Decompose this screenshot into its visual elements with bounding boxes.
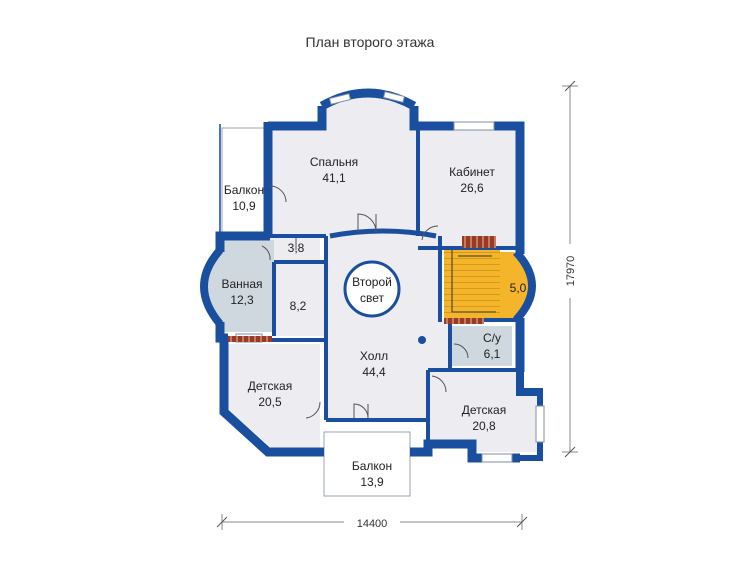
brick-accents [228, 236, 496, 342]
label-bedroom-name: Спальня [310, 155, 358, 169]
label-storage-area: 8,2 [290, 299, 307, 313]
label-study-area: 26,6 [460, 181, 484, 195]
stair-rails [451, 250, 496, 313]
bedroom-fill [268, 126, 418, 236]
label-bedroom-area: 41,1 [322, 171, 346, 185]
kids-right-fill [428, 372, 540, 452]
door-bathroom [261, 245, 271, 261]
room-labels: Спальня 41,1 Кабинет 26,6 Балкон 10,9 Ва… [221, 155, 526, 489]
dimension-width: 14400 [216, 514, 528, 532]
bathroom-fill [220, 240, 274, 332]
second-light-void [343, 260, 401, 318]
study-fill [418, 126, 520, 248]
door-balcony-left [269, 185, 287, 203]
door-kids-right [431, 375, 447, 393]
column [418, 336, 426, 344]
stairs-fill [444, 246, 500, 318]
stairs-landing-fill [500, 252, 530, 318]
dimension-height: 17970 [562, 80, 578, 458]
dimension-height-label: 17970 [565, 256, 577, 287]
label-second-light-area: свет [360, 291, 385, 305]
label-bathroom-name: Ванная [221, 277, 262, 291]
label-kids-right-name: Детская [462, 403, 506, 417]
label-kids-left-name: Детская [248, 379, 292, 393]
door-wc [453, 343, 469, 359]
closet-fill [268, 236, 320, 262]
label-stairs-area: 5,0 [510, 281, 527, 295]
label-bathroom-area: 12,3 [230, 293, 254, 307]
storage-fill [276, 264, 324, 336]
kids-left-fill [228, 344, 320, 448]
bedroom-bay-fill [322, 95, 414, 126]
door-study [421, 225, 439, 241]
label-closet-area: 3,8 [288, 241, 305, 255]
label-wc-name: С/у [483, 331, 501, 345]
label-hall-area: 44,4 [362, 365, 386, 379]
plan-title: План второго этажа [305, 34, 435, 50]
dimension-width-label: 14400 [357, 518, 388, 530]
label-study-name: Кабинет [449, 165, 495, 179]
label-balcony-left-area: 10,9 [232, 199, 256, 213]
door-kids-left [305, 401, 321, 419]
label-balcony-bottom-name: Балкон [352, 459, 392, 473]
doors[interactable] [261, 185, 469, 419]
label-hall-name: Холл [360, 349, 388, 363]
label-balcony-bottom-area: 13,9 [360, 475, 384, 489]
label-second-light-name: Второй [352, 275, 392, 289]
label-kids-right-area: 20,8 [472, 419, 496, 433]
balcony-bottom-fill [323, 431, 411, 497]
second-light-wall [329, 228, 437, 239]
label-wc-area: 6,1 [484, 347, 501, 361]
label-kids-left-area: 20,5 [258, 395, 282, 409]
balcony-left-fill [221, 127, 271, 233]
label-balcony-left-name: Балкон [224, 183, 264, 197]
